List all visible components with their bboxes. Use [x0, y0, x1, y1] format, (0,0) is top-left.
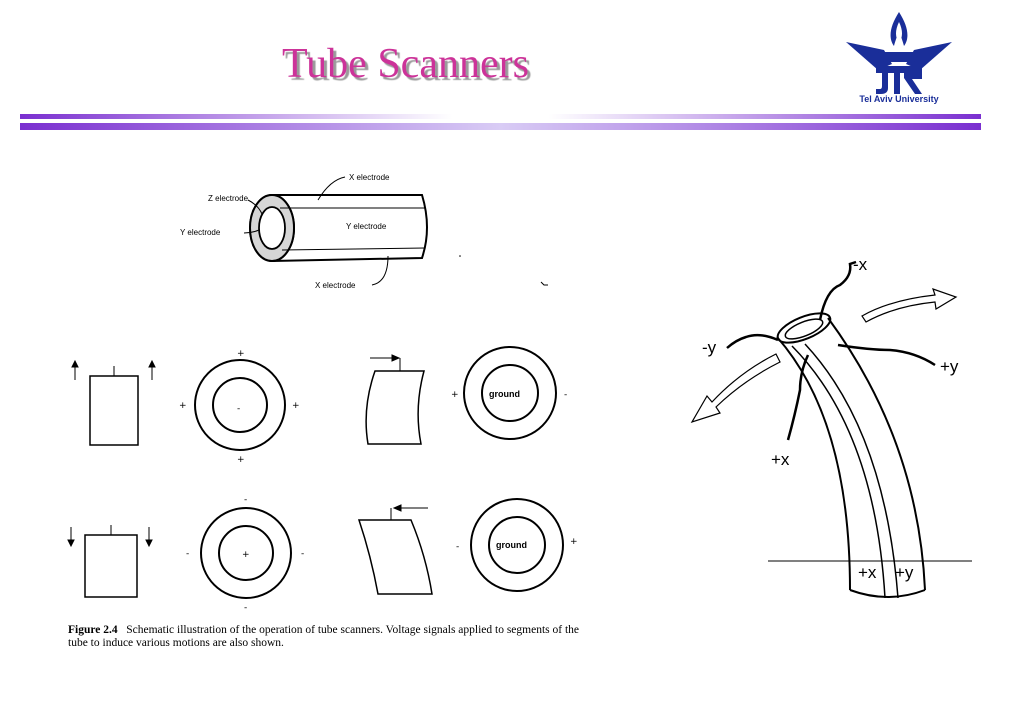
bent-label-plus-y: +y — [940, 357, 959, 376]
stray-dot — [459, 255, 461, 257]
ring1-minus-center: - — [237, 404, 240, 414]
tau-logo-icon — [846, 12, 952, 94]
tube-diagram — [243, 176, 428, 286]
label-z-electrode: Z electrode — [208, 194, 249, 203]
stray-mark — [540, 281, 548, 286]
ring1-plus-left: + — [179, 401, 187, 411]
ring3-plus-center: + — [242, 550, 250, 560]
ring3-minus-right: - — [301, 549, 304, 559]
header-rule-top — [20, 114, 981, 119]
bent-tube-diagram — [690, 260, 972, 599]
ring1-plus-right: + — [292, 401, 300, 411]
ring3-minus-left: - — [186, 549, 189, 559]
row2-schematics — [67, 498, 564, 599]
bent-base-label-plus-x: +x — [858, 563, 877, 582]
slide-title: Tube Scanners — [282, 41, 529, 87]
label-y-electrode-body: Y electrode — [346, 222, 387, 231]
label-x-electrode-top: X electrode — [349, 173, 390, 182]
label-x-electrode-bottom: X electrode — [315, 281, 356, 290]
ring3-minus-bottom: - — [244, 603, 247, 613]
ring4-minus-left: - — [456, 542, 459, 552]
ring4-ground: ground — [496, 540, 527, 550]
ring1-plus-bottom: + — [237, 455, 245, 465]
label-y-electrode-left: Y electrode — [180, 228, 221, 237]
caption-text: Schematic illustration of the operation … — [68, 624, 580, 649]
ring3-minus-top: - — [244, 495, 247, 505]
ring2-minus-right: - — [564, 390, 567, 400]
bent-label-plus-x: +x — [771, 450, 790, 469]
ring1-plus-top: + — [237, 349, 245, 359]
ring2-ground: ground — [489, 389, 520, 399]
bent-base-label-plus-y: +y — [895, 563, 914, 582]
header-rule-bottom — [20, 123, 981, 130]
figure-caption: Figure 2.4 Schematic illustration of the… — [68, 624, 588, 650]
bent-label-minus-y: -y — [702, 338, 717, 357]
ring4-plus-right: + — [570, 537, 578, 547]
logo-caption: Tel Aviv University — [859, 94, 939, 104]
bent-label-minus-x: -x — [853, 255, 868, 274]
ring2-plus-left: + — [451, 390, 459, 400]
caption-label: Figure 2.4 — [68, 624, 118, 636]
row1-schematics — [71, 346, 557, 451]
